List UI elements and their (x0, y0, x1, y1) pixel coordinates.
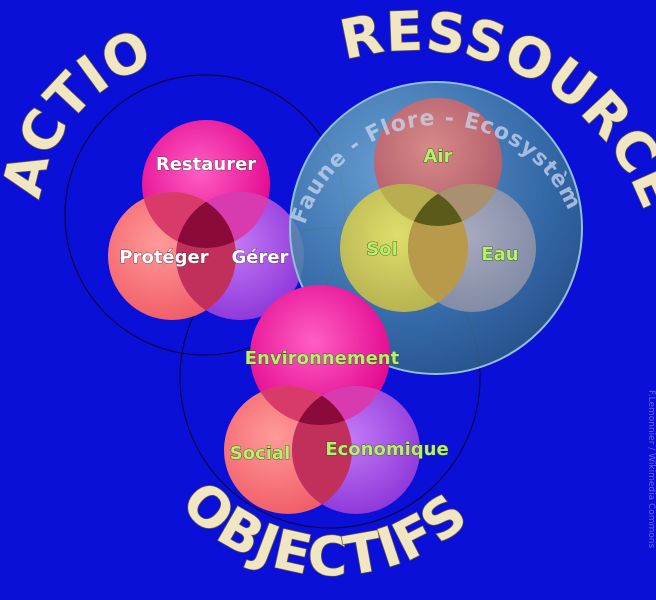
label-proteger: Protéger (119, 247, 208, 268)
label-economique: Economique (325, 439, 448, 460)
label-environnement: Environnement (245, 348, 400, 369)
title-actions: ACTIONS (0, 0, 160, 203)
label-eau: Eau (481, 244, 518, 265)
label-social: Social (230, 443, 291, 464)
watermark: F.Lemonnier / Wikimedia Commons (646, 390, 656, 549)
actions-group (108, 120, 304, 320)
label-restaurer: Restaurer (156, 154, 256, 175)
label-gerer: Gérer (232, 247, 289, 268)
ressources-group (340, 98, 536, 312)
label-sol: Sol (366, 239, 398, 260)
objectifs-group (224, 285, 420, 514)
label-air: Air (424, 146, 453, 167)
